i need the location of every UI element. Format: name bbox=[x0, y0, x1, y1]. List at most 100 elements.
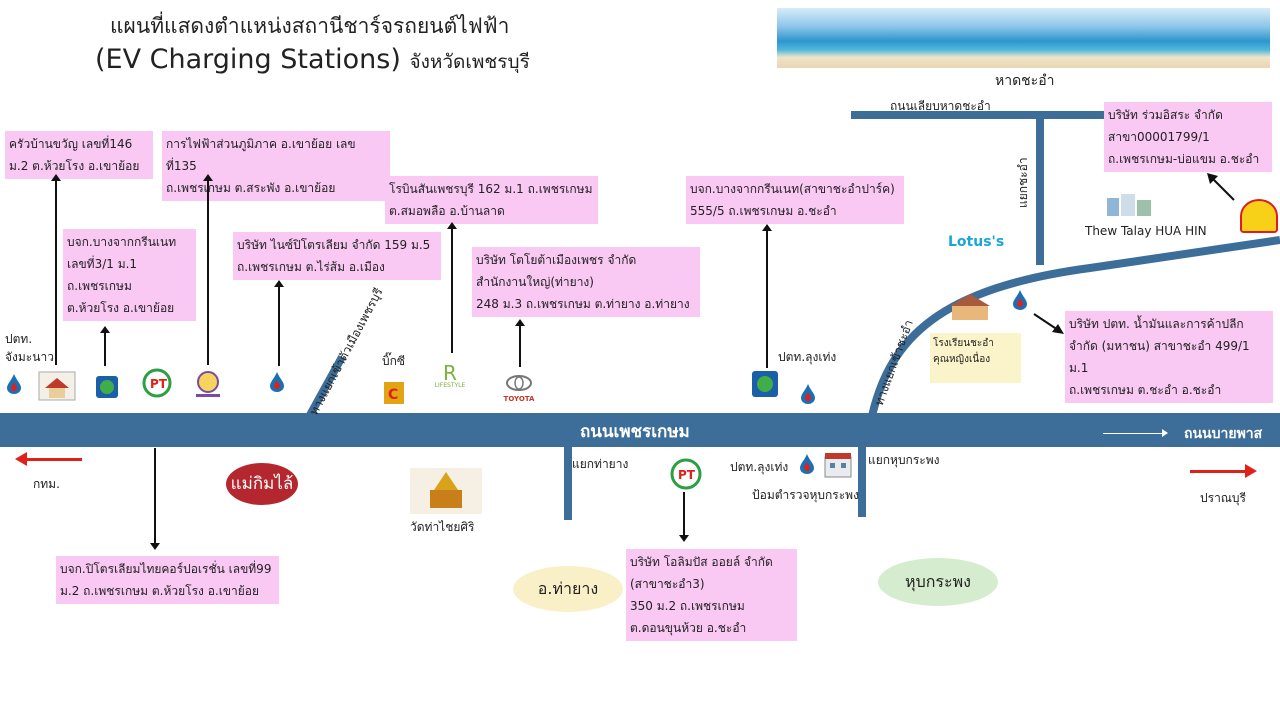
ptt-drop-icon bbox=[800, 454, 814, 474]
beach-road-label: ถนนเลียบหาดชะอำ bbox=[890, 99, 991, 113]
bangkok-label: กทม. bbox=[33, 477, 60, 491]
station-box-9: บริษัท ปตท. น้ำมันและการค้าปลีก จำกัด (ม… bbox=[1065, 311, 1273, 403]
arrow-box-5 bbox=[447, 222, 457, 353]
nongkhaem-junction-label: แยกหุบกระพง bbox=[868, 453, 940, 467]
ptt-drop-icon bbox=[801, 384, 815, 404]
bypass-arrow bbox=[1103, 429, 1168, 437]
chaam-junction-road bbox=[1036, 115, 1044, 265]
chaam-curve-road bbox=[868, 236, 1280, 417]
svg-text:C: C bbox=[388, 387, 398, 403]
arrow-box-2 bbox=[203, 174, 213, 365]
station-box-4-line: ถ.เพชรเกษม ต.ไร่ส้ม อ.เมือง bbox=[237, 260, 385, 274]
station-box-5: โรบินสันเพชรบุรี 162 ม.1 ถ.เพชรเกษม ต.สม… bbox=[385, 176, 598, 224]
main-road bbox=[0, 413, 1280, 447]
station-box-11-line: (สาขาชะอำ3) bbox=[630, 577, 705, 591]
station-box-11-line: 350 ม.2 ถ.เพชรเกษม bbox=[630, 599, 745, 613]
station-box-3: บจก.บางจากกรีนเนท เลขที่3/1 ม.1 ถ.เพชรเก… bbox=[63, 229, 196, 321]
station-box-9-line: ถ.เพชรเกษม ต.ชะอำ อ.ชะอำ bbox=[1069, 383, 1222, 397]
bangchak-icon bbox=[752, 371, 778, 397]
pt-station-icon: PT bbox=[142, 368, 172, 398]
station-box-2-line: การไฟฟ้าส่วนภูมิภาค อ.เขาย้อย เลขที่135 bbox=[166, 137, 356, 173]
station-box-1-line: ม.2 ต.ห้วยโรง อ.เขาย้อย bbox=[9, 159, 140, 173]
lotus-logo: Lotus's bbox=[948, 234, 1005, 250]
station-box-3-line: ต.ห้วยโรง อ.เขาย้อย bbox=[67, 301, 175, 315]
station-box-10: บจก.ปิโตรเลียมไทยคอร์ปอเรชั่น เลขที่99 ม… bbox=[56, 556, 279, 604]
bypass-label: ถนนบายพาส bbox=[1184, 426, 1263, 442]
beach-label: หาดชะอำ bbox=[995, 73, 1055, 89]
arrow-box-10 bbox=[150, 448, 160, 550]
toyota-logo-text: TOYOTA bbox=[503, 395, 535, 403]
station-box-1: ครัวบ้านขวัญ เลขที่146 ม.2 ต.ห้วยโรง อ.เ… bbox=[5, 131, 153, 179]
shell-logo-icon bbox=[1240, 199, 1278, 233]
temple-label: วัดท่าไชยศิริ bbox=[410, 520, 475, 534]
station-box-10-line: ม.2 ถ.เพชรเกษม ต.ห้วยโรง อ.เขาย้อย bbox=[60, 584, 260, 598]
bangchak-icon bbox=[96, 376, 118, 398]
ptt-drop-icon bbox=[1013, 290, 1027, 310]
arrow-box-6 bbox=[515, 319, 525, 367]
robinson-logo: R LIFESTYLE bbox=[432, 361, 468, 389]
ptt-cham-label: ปตท. จังมะนาว bbox=[5, 332, 54, 364]
station-box-10-line: บจก.ปิโตรเลียมไทยคอร์ปอเรชั่น เลขที่99 bbox=[60, 562, 272, 576]
svg-text:PT: PT bbox=[150, 377, 168, 391]
map-subtitle-en: (EV Charging Stations) bbox=[95, 44, 401, 75]
station-box-7: บจก.บางจากกรีนเนท(สาขาชะอำปาร์ค) 555/5 ถ… bbox=[686, 176, 904, 224]
arrow-box-1 bbox=[51, 174, 61, 365]
svg-text:PT: PT bbox=[678, 468, 696, 482]
map-subtitle-th: จังหวัดเพชรบุรี bbox=[409, 51, 530, 73]
pranburi-arrow-head bbox=[1245, 464, 1257, 478]
pranburi-label: ปราณบุรี bbox=[1200, 491, 1246, 505]
toyota-logo: TOYOTA bbox=[500, 375, 538, 403]
temple-icon bbox=[410, 468, 482, 514]
beach-image bbox=[777, 8, 1270, 68]
maekimlai-logo: แม่กิมไล้ bbox=[226, 463, 298, 505]
station-box-7-line: 555/5 ถ.เพชรเกษม อ.ชะอำ bbox=[690, 204, 837, 218]
station-box-3-line: บจก.บางจากกรีนเนท bbox=[67, 235, 177, 249]
arrow-box-9 bbox=[1033, 313, 1064, 334]
thayang-district-oval: อ.ท่ายาง bbox=[513, 566, 623, 612]
robinson-r-icon: R bbox=[443, 361, 457, 385]
restaurant-house-icon bbox=[38, 371, 76, 401]
ptt-lungteng-south-label: ปตท.ลุงเท่ง bbox=[730, 460, 789, 474]
pt-station-icon: PT bbox=[670, 458, 702, 490]
map-subtitle: (EV Charging Stations) จังหวัดเพชรบุรี bbox=[95, 44, 530, 77]
bangkok-arrow bbox=[20, 458, 82, 461]
arrow-box-11 bbox=[679, 492, 689, 542]
station-box-11-line: บริษัท โอลิมปัส ออยล์ จำกัด bbox=[630, 555, 773, 569]
thayang-road bbox=[564, 445, 572, 520]
nongkhaem-road bbox=[858, 445, 866, 517]
station-box-9-line: จำกัด (มหาชน) สาขาชะอำ 499/1 ม.1 bbox=[1069, 339, 1250, 375]
arrow-box-8 bbox=[1207, 173, 1235, 201]
nongkhaem-district-oval: หุบกระพง bbox=[878, 558, 998, 606]
station-box-3-line: เลขที่3/1 ม.1 bbox=[67, 257, 138, 271]
station-box-8-line: สาขา00001799/1 bbox=[1108, 130, 1210, 144]
arrow-box-3 bbox=[100, 326, 110, 366]
station-box-5-line: โรบินสันเพชรบุรี 162 ม.1 ถ.เพชรเกษม bbox=[389, 182, 593, 196]
station-box-5-line: ต.สมอพลือ อ.บ้านลาด bbox=[389, 204, 505, 218]
thew-talay-label: Thew Talay HUA HIN bbox=[1085, 224, 1207, 238]
station-box-6-line: สำนักงานใหญ่(ท่ายาง) bbox=[476, 275, 594, 289]
station-box-6: บริษัท โตโยต้าเมืองเพชร จำกัด สำนักงานให… bbox=[472, 247, 700, 317]
beach-road bbox=[851, 111, 1271, 119]
thayang-junction-label: แยกท่ายาง bbox=[572, 457, 629, 471]
bigc-label: บิ๊กซี bbox=[382, 354, 406, 368]
station-box-9-line: บริษัท ปตท. น้ำมันและการค้าปลีก bbox=[1069, 317, 1244, 331]
police-label: ป้อมตำรวจหุบกระพง bbox=[752, 488, 859, 502]
toyota-emblem-icon bbox=[506, 375, 532, 391]
station-box-2-line: ถ.เพชรเกษม ต.สระพัง อ.เขาย้อย bbox=[166, 181, 336, 195]
pea-logo-icon bbox=[196, 371, 220, 397]
ptt-drop-icon bbox=[7, 374, 21, 394]
station-box-6-line: 248 ม.3 ถ.เพชรเกษม ต.ท่ายาง อ.ท่ายาง bbox=[476, 297, 690, 311]
station-box-11-line: ต.ดอนขุนห้วย อ.ชะอำ bbox=[630, 621, 747, 635]
station-box-4-line: บริษัท ไนซ์ปิโตรเลียม จำกัด 159 ม.5 bbox=[237, 238, 431, 252]
ptt-lungteng-north-label: ปตท.ลุงเท่ง bbox=[778, 350, 837, 364]
station-box-11: บริษัท โอลิมปัส ออยล์ จำกัด (สาขาชะอำ3) … bbox=[626, 549, 797, 641]
hotel-building-icon bbox=[1107, 194, 1151, 216]
station-box-2: การไฟฟ้าส่วนภูมิภาค อ.เขาย้อย เลขที่135 … bbox=[162, 131, 390, 201]
robinson-logo-text: LIFESTYLE bbox=[434, 382, 466, 389]
station-box-1-line: ครัวบ้านขวัญ เลขที่146 bbox=[9, 137, 133, 151]
school-label: โรงเรียนชะอำ คุณหญิงเนื่อง bbox=[930, 333, 1021, 383]
school-building-icon bbox=[950, 294, 990, 320]
ptt-drop-icon bbox=[270, 372, 284, 392]
station-box-4: บริษัท ไนซ์ปิโตรเลียม จำกัด 159 ม.5 ถ.เพ… bbox=[233, 232, 441, 280]
main-road-label: ถนนเพชรเกษม bbox=[580, 422, 690, 442]
